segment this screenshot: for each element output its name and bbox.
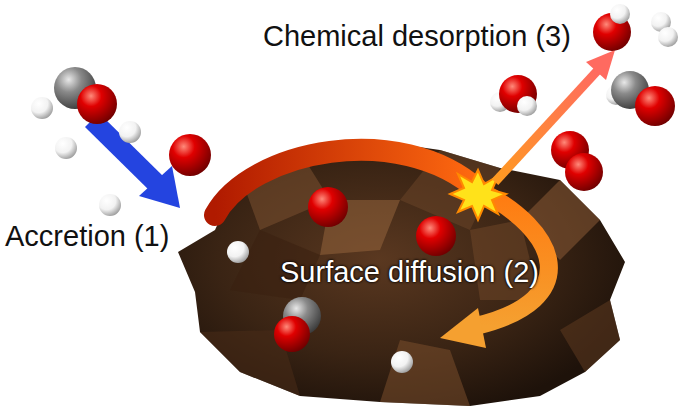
hydrogen-atom — [517, 96, 537, 116]
oxygen-atom — [77, 84, 117, 124]
label-text: Accretion (1) — [5, 220, 169, 252]
process-label: Chemical desorption (3) — [263, 22, 571, 51]
process-label: Accretion (1) — [5, 222, 169, 251]
label-text: Chemical desorption (3) — [263, 20, 571, 52]
desorption-arrowhead — [586, 50, 615, 80]
hydrogen-atom — [227, 241, 249, 263]
grain-facets — [200, 150, 620, 406]
accretion-arrowhead — [139, 166, 180, 208]
hydrogen-atom — [31, 97, 53, 119]
hydrogen-atom — [99, 194, 121, 216]
hydrogen-atom — [119, 121, 141, 143]
accretion-arrow — [92, 120, 160, 187]
hydrogen-atom — [610, 4, 630, 24]
oxygen-atom — [274, 316, 310, 352]
oxygen-atom — [635, 86, 675, 126]
dust-grain — [178, 140, 625, 406]
oxygen-atom — [169, 134, 211, 176]
oxygen-atom — [308, 187, 348, 227]
oxygen-atom — [416, 216, 456, 256]
hydrogen-atom — [391, 351, 413, 373]
oxygen-atom — [565, 153, 603, 191]
hydrogen-atom — [658, 27, 678, 47]
diffusion-arrow — [215, 150, 478, 215]
diffusion-arrowhead — [440, 308, 486, 348]
hydrogen-atom — [55, 137, 77, 159]
label-text: Surface diffusion (2) — [280, 256, 539, 288]
process-label: Surface diffusion (2) — [280, 258, 539, 287]
